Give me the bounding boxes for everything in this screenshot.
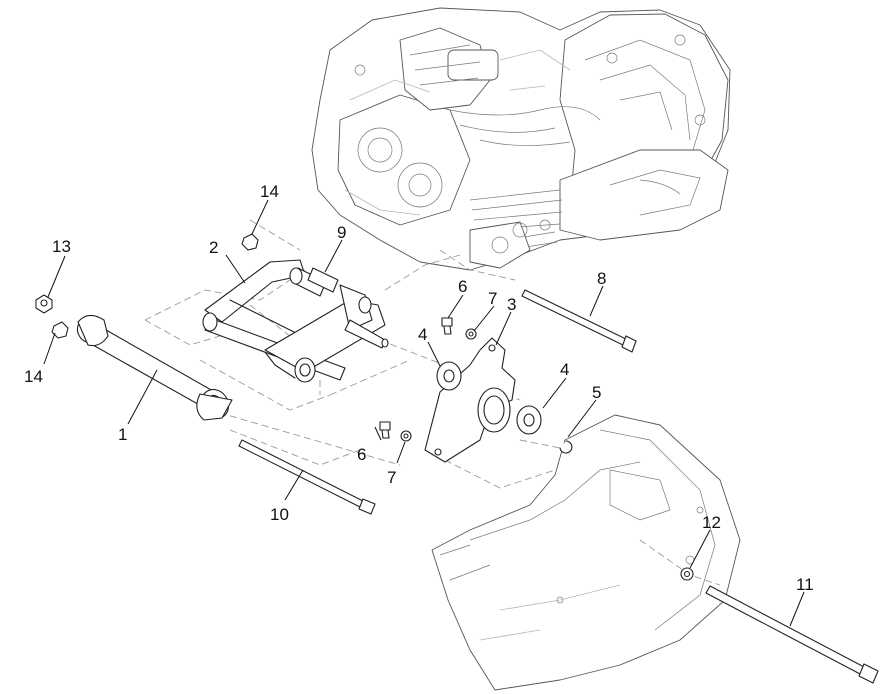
engine-assembly bbox=[311, 7, 731, 271]
callout-11: 11 bbox=[796, 575, 814, 594]
part-small-washers bbox=[400, 328, 477, 442]
part-pivot-tube bbox=[76, 314, 233, 421]
callout-9: 9 bbox=[337, 223, 346, 242]
callout-10: 10 bbox=[270, 505, 289, 524]
leader-lines bbox=[43, 199, 805, 627]
part-washers bbox=[436, 361, 542, 435]
part-circlip bbox=[559, 440, 573, 454]
part-long-bolt-11 bbox=[705, 585, 879, 684]
callout-6a: 6 bbox=[458, 277, 467, 296]
callout-12: 12 bbox=[702, 513, 721, 532]
callout-3: 3 bbox=[507, 295, 516, 314]
callout-7b: 7 bbox=[387, 468, 396, 487]
callout-7a: 7 bbox=[488, 289, 497, 308]
part-plate bbox=[424, 337, 516, 463]
part-swing-arm bbox=[202, 259, 389, 383]
callout-14b: 14 bbox=[260, 182, 279, 201]
callout-labels: 1 2 3 4 4 5 6 6 7 7 8 9 10 11 12 13 14 1… bbox=[24, 182, 814, 594]
callout-6b: 6 bbox=[357, 445, 366, 464]
callout-14a: 14 bbox=[24, 367, 43, 386]
frame-bracket bbox=[431, 414, 741, 691]
callout-1: 1 bbox=[118, 425, 127, 444]
part-nuts bbox=[35, 233, 259, 339]
callout-4b: 4 bbox=[560, 360, 569, 379]
callout-13: 13 bbox=[52, 237, 71, 256]
callout-5: 5 bbox=[592, 383, 601, 402]
callout-2: 2 bbox=[209, 238, 218, 257]
part-bolts bbox=[379, 317, 453, 439]
part-long-bolt-10 bbox=[238, 439, 376, 515]
part-washer-12 bbox=[680, 567, 694, 581]
callout-4a: 4 bbox=[418, 325, 427, 344]
callout-8: 8 bbox=[597, 269, 606, 288]
part-long-bolt-8 bbox=[521, 289, 637, 353]
